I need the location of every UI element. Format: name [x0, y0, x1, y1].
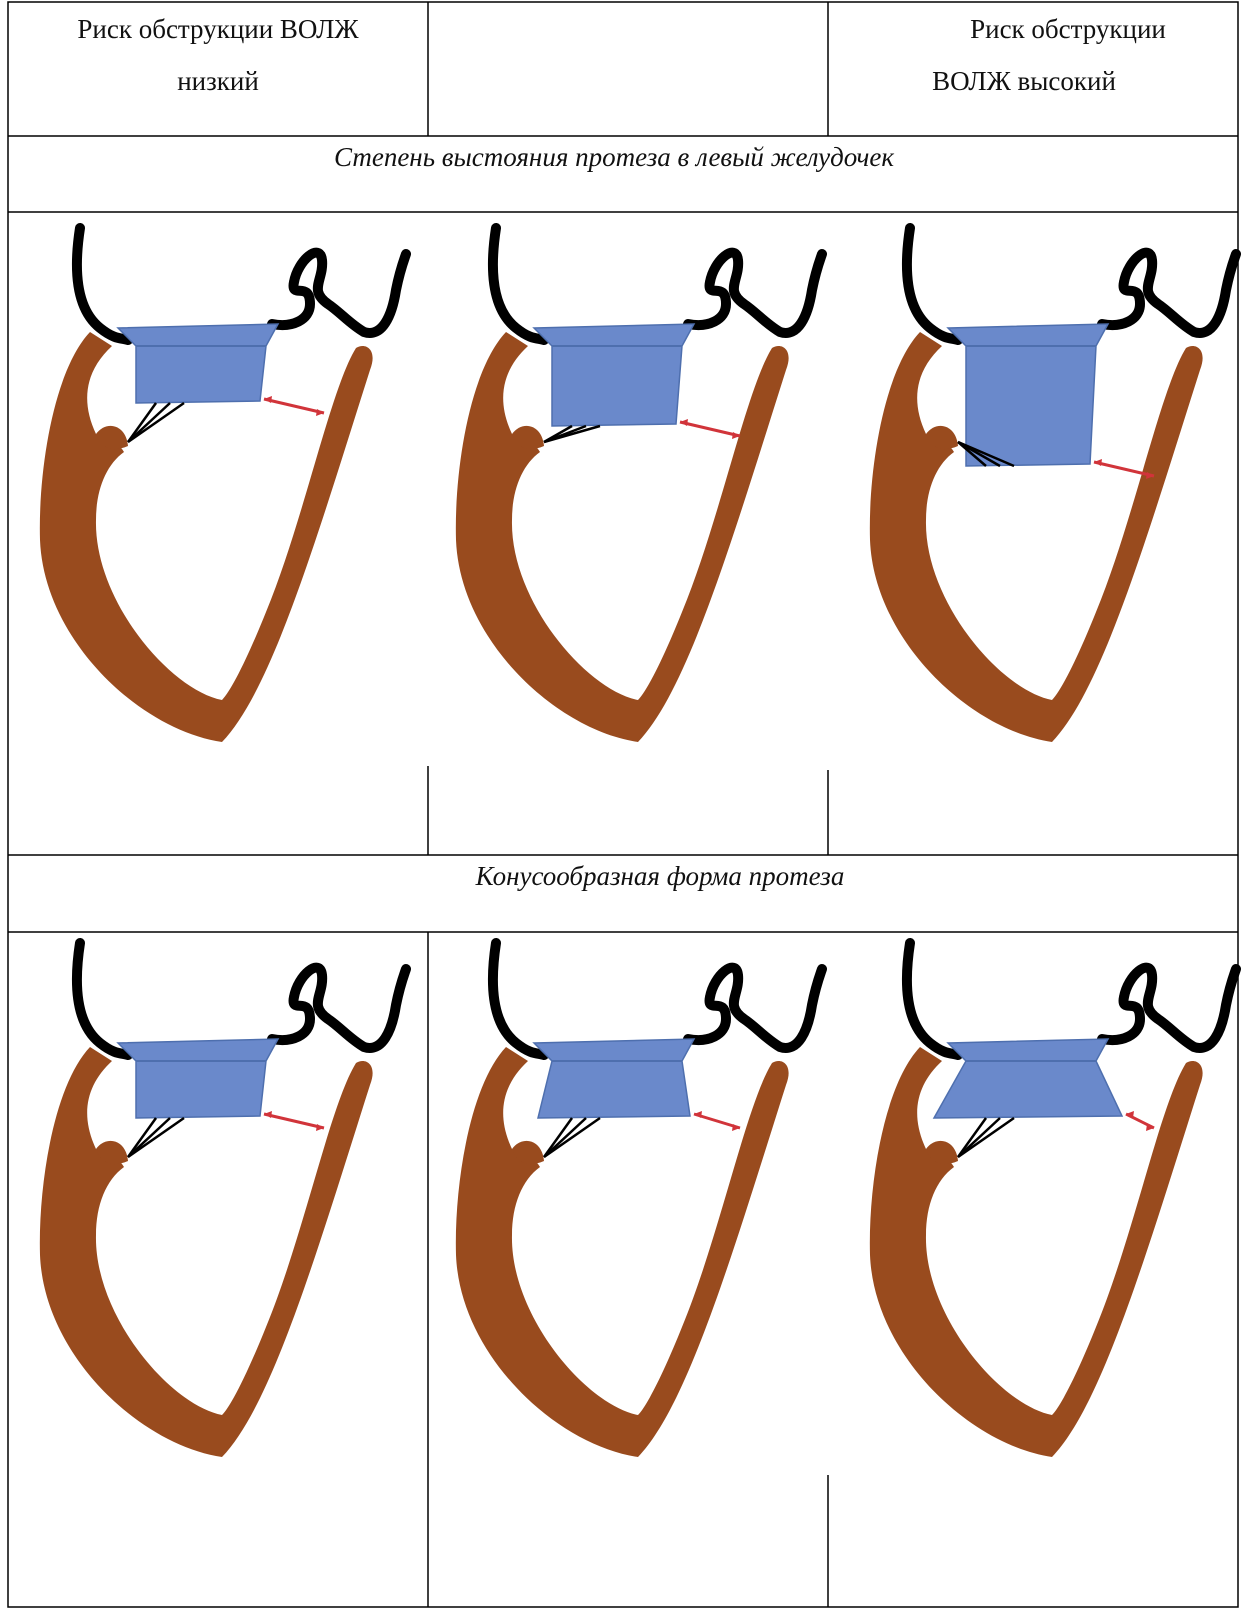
valve-prosthesis [534, 324, 694, 426]
chorda-tendinea [958, 1118, 986, 1157]
heart-panel-conical-3 [870, 943, 1236, 1457]
valve-prosthesis [534, 1039, 694, 1118]
left-atrium-outline [272, 253, 406, 333]
aortic-root-outline [907, 228, 958, 340]
chorda-tendinea [128, 1118, 156, 1157]
aortic-root-outline [493, 943, 544, 1055]
arrow-head-start [680, 419, 688, 426]
valve-prosthesis [934, 1039, 1122, 1118]
chorda-tendinea [128, 403, 184, 442]
left-atrium-outline [688, 968, 822, 1048]
chorda-tendinea [544, 426, 600, 442]
arrow-head-start [694, 1111, 702, 1118]
table-grid [8, 2, 1238, 1607]
heart-panel-conical-2 [456, 943, 822, 1457]
header-low-risk-line1: Риск обструкции ВОЛЖ [77, 14, 359, 44]
aortic-root-outline [77, 943, 128, 1055]
heart-panel-protrusion-3 [870, 228, 1236, 742]
aortic-root-outline [77, 228, 128, 340]
arrow-head-end [316, 409, 324, 416]
lvot-distance-arrow [264, 1114, 324, 1128]
valve-prosthesis [118, 1039, 278, 1118]
chorda-tendinea [544, 1118, 572, 1157]
lvot-distance-arrow [264, 399, 324, 413]
arrow-head-start [1094, 459, 1102, 466]
chorda-tendinea [958, 1118, 1014, 1157]
header-high-risk-line1: Риск обструкции [970, 14, 1166, 44]
heart-panel-protrusion-2 [456, 228, 822, 742]
heart-panel-protrusion-1 [40, 228, 406, 742]
section-title-conical-shape: Конусообразная форма протеза [475, 861, 845, 891]
chorda-tendinea [128, 403, 156, 442]
chorda-tendinea [128, 1118, 184, 1157]
table-outer-border [8, 2, 1238, 1607]
arrow-head-start [264, 1111, 272, 1118]
aortic-root-outline [493, 228, 544, 340]
header-high-risk-line2: ВОЛЖ высокий [932, 66, 1116, 96]
arrow-head-start [264, 396, 272, 403]
valve-prosthesis [118, 324, 278, 403]
aortic-root-outline [907, 943, 958, 1055]
heart-panel-conical-1 [40, 943, 406, 1457]
arrow-head-end [732, 1124, 740, 1131]
chorda-tendinea [544, 1118, 600, 1157]
left-atrium-outline [688, 253, 822, 333]
lvot-distance-arrow [680, 422, 740, 436]
arrow-head-end [316, 1124, 324, 1131]
section-title-protrusion: Степень выстояния протеза в левый желудо… [334, 142, 894, 172]
left-atrium-outline [1102, 968, 1236, 1048]
left-atrium-outline [1102, 253, 1236, 333]
left-atrium-outline [272, 968, 406, 1048]
header-low-risk-line2: низкий [177, 66, 259, 96]
heart-panels [40, 228, 1236, 1457]
